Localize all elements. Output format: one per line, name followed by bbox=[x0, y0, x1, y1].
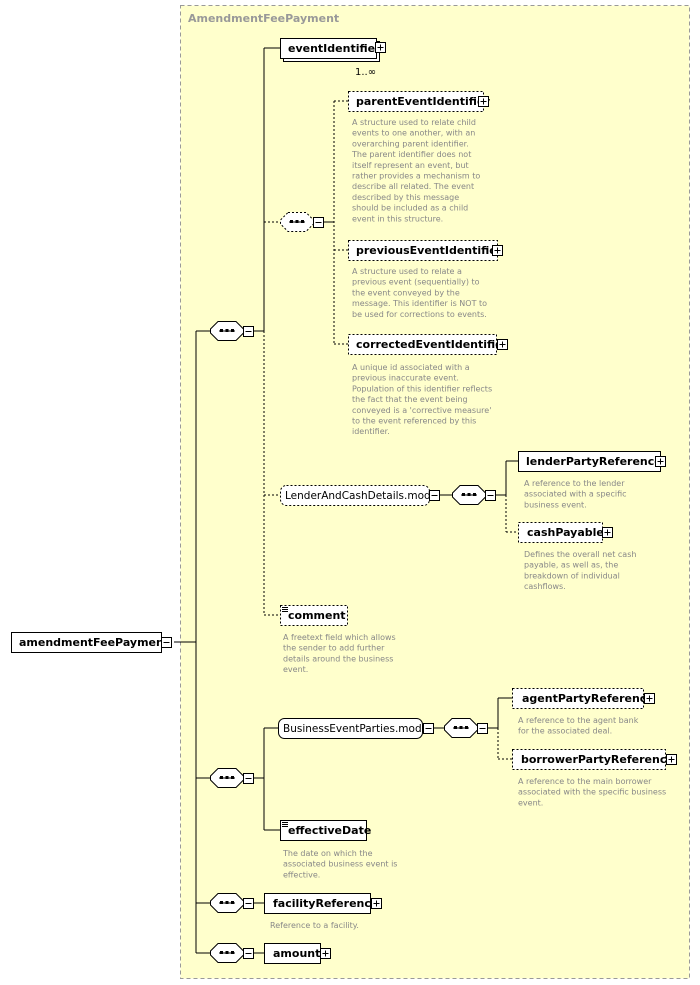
element-label: effectiveDate bbox=[288, 824, 371, 837]
group-label: BusinessEventParties.model bbox=[283, 723, 431, 735]
collapse-icon[interactable] bbox=[423, 723, 434, 734]
element-label: parentEventIdentifier bbox=[356, 95, 490, 108]
sequence-compositor[interactable] bbox=[210, 943, 254, 963]
occurrence-label: 1..∞ bbox=[355, 67, 376, 78]
element-documentation: A structure used to relate a previous ev… bbox=[352, 267, 490, 319]
sequence-compositor[interactable] bbox=[210, 321, 254, 341]
collapse-icon[interactable] bbox=[161, 637, 172, 648]
element-label: lenderPartyReference bbox=[526, 455, 662, 468]
expand-icon[interactable] bbox=[371, 898, 382, 909]
element-parent-event-identifier[interactable]: parentEventIdentifier bbox=[348, 91, 491, 112]
element-amount[interactable]: amount bbox=[264, 943, 331, 964]
optional-sequence-compositor[interactable] bbox=[280, 212, 324, 232]
element-documentation: Defines the overall net cash payable, as… bbox=[524, 550, 639, 591]
element-documentation: A reference to the lender associated wit… bbox=[524, 479, 629, 509]
element-label: facilityReference bbox=[273, 897, 378, 910]
element-previous-event-identifier[interactable]: previousEventIdentifier bbox=[348, 240, 503, 261]
collapse-icon[interactable] bbox=[485, 490, 496, 501]
element-label: amount bbox=[273, 947, 320, 960]
element-agent-party-reference[interactable]: agentPartyReference bbox=[512, 688, 655, 709]
element-documentation: A reference to the main borrower associa… bbox=[518, 777, 669, 807]
collapse-icon[interactable] bbox=[429, 490, 440, 501]
collapse-icon[interactable] bbox=[243, 326, 254, 337]
group-lender-and-cash-details[interactable]: LenderAndCashDetails.model bbox=[280, 485, 441, 506]
element-lender-party-reference[interactable]: lenderPartyReference bbox=[518, 451, 666, 472]
element-event-identifier[interactable]: eventIdentifier 1..∞ bbox=[280, 38, 386, 79]
expand-icon[interactable] bbox=[644, 693, 655, 704]
expand-icon[interactable] bbox=[655, 456, 666, 467]
element-label: correctedEventIdentifier bbox=[356, 338, 509, 351]
collapse-icon[interactable] bbox=[243, 773, 254, 784]
collapse-icon[interactable] bbox=[313, 217, 324, 228]
connector-lines bbox=[174, 47, 518, 954]
element-label: cashPayable bbox=[527, 526, 604, 539]
simple-content-icon bbox=[282, 822, 288, 827]
element-documentation: Reference to a facility. bbox=[270, 921, 359, 930]
expand-icon[interactable] bbox=[497, 339, 508, 350]
element-label: eventIdentifier bbox=[288, 42, 381, 55]
element-label: agentPartyReference bbox=[522, 692, 654, 705]
element-borrower-party-reference[interactable]: borrowerPartyReference bbox=[512, 749, 677, 770]
element-comment[interactable]: comment bbox=[280, 605, 348, 626]
collapse-icon[interactable] bbox=[477, 723, 488, 734]
expand-icon[interactable] bbox=[320, 948, 331, 959]
expand-icon[interactable] bbox=[375, 42, 386, 53]
root-element-label: amendmentFeePayment bbox=[19, 636, 169, 649]
sequence-compositor[interactable] bbox=[452, 485, 496, 505]
collapse-icon[interactable] bbox=[243, 898, 254, 909]
collapse-icon[interactable] bbox=[243, 948, 254, 959]
expand-icon[interactable] bbox=[492, 245, 503, 256]
element-documentation: The date on which the associated busines… bbox=[282, 849, 400, 879]
element-label: borrowerPartyReference bbox=[521, 753, 674, 766]
type-title: AmendmentFeePayment bbox=[188, 12, 339, 25]
element-documentation: A structure used to relate child events … bbox=[351, 118, 483, 223]
element-documentation: A reference to the agent bank for the as… bbox=[518, 716, 641, 736]
element-facility-reference[interactable]: facilityReference bbox=[264, 893, 382, 914]
element-cash-payable[interactable]: cashPayable bbox=[518, 522, 613, 543]
element-effective-date[interactable]: effectiveDate bbox=[280, 820, 372, 841]
group-label: LenderAndCashDetails.model bbox=[285, 490, 440, 502]
element-documentation: A freetext field which allows the sender… bbox=[283, 633, 398, 674]
element-label: comment bbox=[288, 609, 346, 622]
sequence-compositor[interactable] bbox=[444, 718, 488, 738]
group-business-event-parties[interactable]: BusinessEventParties.model bbox=[278, 718, 434, 739]
expand-icon[interactable] bbox=[666, 754, 677, 765]
expand-icon[interactable] bbox=[478, 96, 489, 107]
simple-content-icon bbox=[282, 607, 288, 612]
element-corrected-event-identifier[interactable]: correctedEventIdentifier bbox=[348, 334, 509, 355]
root-element[interactable]: amendmentFeePayment bbox=[11, 632, 172, 653]
element-documentation: A unique id associated with a previous i… bbox=[352, 363, 495, 436]
sequence-compositor[interactable] bbox=[210, 768, 254, 788]
sequence-compositor[interactable] bbox=[210, 893, 254, 913]
expand-icon[interactable] bbox=[602, 527, 613, 538]
element-label: previousEventIdentifier bbox=[356, 244, 503, 257]
